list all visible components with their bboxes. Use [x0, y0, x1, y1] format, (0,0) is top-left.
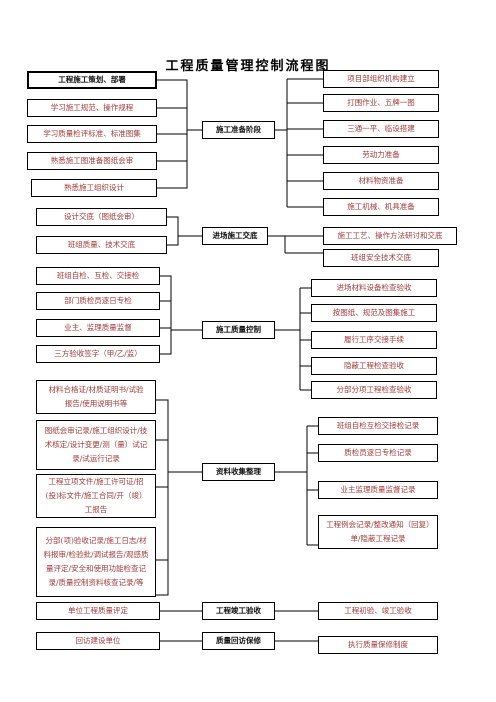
prep-left-item-5: 熟悉施工组织设计 [31, 179, 157, 197]
handover-right-item-1: 施工工艺、操作方法研讨和交底 [323, 227, 457, 245]
prep-left-item-3: 学习质量检评标准、标准图集 [27, 125, 157, 143]
stage-warranty: 质量回访保修 [202, 632, 275, 650]
acceptance-left-item: 单位工程质量评定 [36, 602, 160, 620]
records-right-item-1: 班组自检互检交接检记录 [318, 417, 438, 435]
records-right-item-3: 业主监理质量监督记录 [318, 481, 438, 499]
records-left-item-4: 分部(项)验收记录/施工日志/材料报审/检验批/调试报告/观感质量评定/安全和使… [36, 527, 156, 597]
records-left-item-2: 图纸会审记录/施工组织设计/技术核定/设计变更/测（量）试记录/试运行记录 [36, 420, 156, 470]
handover-left-item-2: 班组质量、技术交底 [36, 236, 167, 254]
page-title: 工程质量管理控制流程图 [165, 59, 331, 74]
prep-left-item-1: 工程施工策划、部署 [27, 71, 157, 89]
handover-right-item-2: 班组安全技术交底 [323, 249, 439, 267]
handover-left-item-1: 设计交底（图纸会审） [36, 208, 167, 226]
stage-handover: 进场施工交底 [202, 227, 268, 245]
records-left-item-1: 材料合格证/材质证明书/试验报告/使用说明书等 [36, 380, 156, 414]
control-right-item-3: 履行工序交接手续 [311, 331, 437, 349]
warranty-right-item: 执行质量保修制度 [318, 636, 438, 654]
acceptance-right-item: 工程初验、竣工验收 [318, 602, 438, 620]
prep-left-item-2: 学习施工规范、操作规程 [27, 99, 157, 117]
control-left-item-4: 三方验收签字（甲/乙/监） [36, 345, 160, 363]
prep-right-item-2: 打围作业、五牌一图 [323, 94, 439, 112]
prep-right-item-4: 劳动力准备 [323, 146, 439, 164]
prep-right-item-5: 材料物资准备 [323, 172, 439, 190]
stage-records: 资料收集整理 [202, 463, 275, 481]
records-left-item-3: 工程立项文件/施工许可证/招(投)标文件/施工合同/开（竣）工报告 [36, 474, 156, 518]
stage-control: 施工质量控制 [202, 321, 275, 339]
records-right-item-4: 工程例会记录/整改通知（回复）单/隐蔽工程记录 [318, 515, 438, 549]
prep-right-item-1: 项目部组织机构建立 [323, 70, 439, 88]
prep-right-item-6: 施工机械、机具准备 [323, 198, 439, 216]
warranty-left-item: 回访建设单位 [36, 632, 160, 650]
control-right-item-2: 按图纸、规范及图集施工 [311, 304, 437, 322]
records-right-item-2: 质检员逐日专检记录 [318, 444, 438, 462]
control-left-item-2: 部门质检员逐日专检 [36, 292, 160, 310]
control-right-item-1: 进场材料设备检查验收 [311, 279, 437, 297]
stage-prep: 施工准备阶段 [202, 121, 275, 139]
stage-acceptance: 工程竣工验收 [202, 602, 275, 620]
control-right-item-4: 隐蔽工程检查验收 [311, 357, 437, 375]
prep-left-item-4: 熟悉施工图准备图纸会审 [27, 152, 157, 170]
control-right-item-5: 分部分项工程检查验收 [311, 381, 437, 399]
control-left-item-1: 班组自检、互检、交接检 [36, 267, 160, 285]
prep-right-item-3: 三通一平、临设搭建 [323, 120, 439, 138]
control-left-item-3: 业主、监理质量监督 [36, 319, 160, 337]
